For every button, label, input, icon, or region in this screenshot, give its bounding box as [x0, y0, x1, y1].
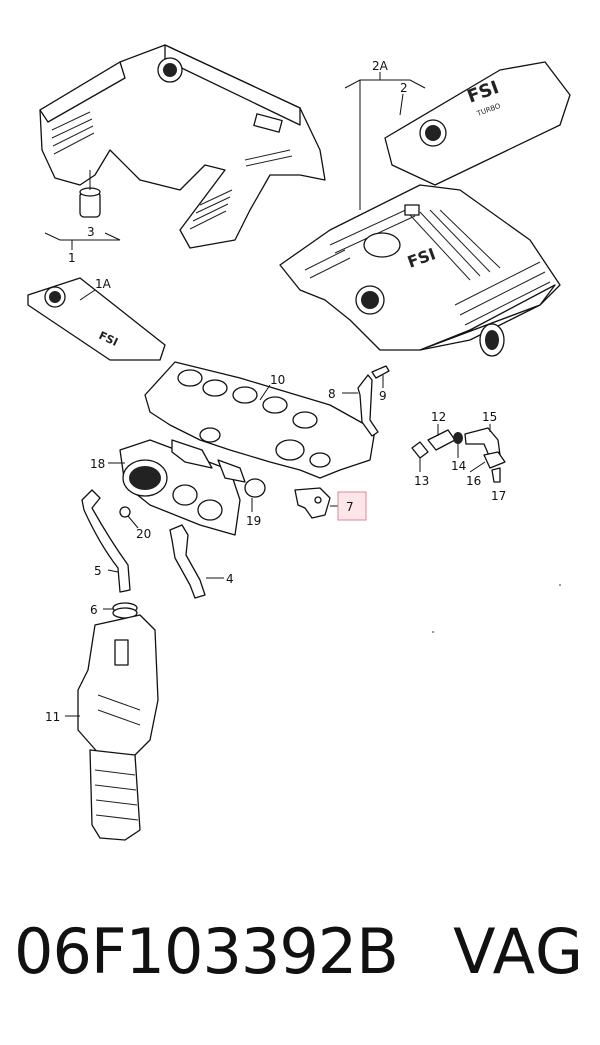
label-13: 13 — [414, 474, 429, 488]
label-18: 18 — [90, 457, 105, 471]
plate-part-7 — [294, 487, 367, 521]
label-7-highlight — [337, 491, 367, 521]
gasket-part-19 — [171, 439, 266, 512]
parts-diagram: 3 1 FSI 1A 2A 2 FSI TURBO F — [27, 44, 571, 841]
bolt-part-17 — [491, 467, 501, 483]
label-1a: 1A — [95, 277, 112, 291]
fitting-part-12 — [427, 429, 456, 451]
bolt-part-9 — [371, 365, 390, 388]
label-2: 2 — [400, 81, 408, 95]
part-number: 06F103392B — [14, 915, 399, 988]
label-8: 8 — [328, 387, 336, 401]
engine-cover-part-1 — [39, 44, 326, 249]
label-12: 12 — [431, 410, 446, 424]
hose-fittings — [411, 424, 506, 483]
seal-part-14 — [453, 432, 463, 444]
label-3: 3 — [87, 225, 95, 239]
label-2a: 2A — [372, 59, 389, 73]
bracket-leader-1 — [44, 232, 121, 241]
label-19: 19 — [246, 514, 261, 528]
footer: 06F103392B VAG — [0, 915, 600, 1015]
label-6: 6 — [90, 603, 98, 617]
label-16: 16 — [466, 474, 481, 488]
label-20: 20 — [136, 527, 151, 541]
label-4: 4 — [226, 572, 234, 586]
engine-cover-part-2a: FSI — [279, 184, 561, 357]
label-10: 10 — [270, 373, 285, 387]
union-part-16 — [483, 451, 506, 469]
label-17: 17 — [491, 489, 506, 503]
label-9: 9 — [379, 389, 387, 403]
clamp-part-6 — [103, 602, 138, 619]
label-7: 7 — [346, 500, 354, 514]
label-14: 14 — [451, 459, 466, 473]
oil-separator-part-11 — [65, 614, 159, 841]
manifold-part-10 — [144, 361, 376, 479]
screw-part-20 — [119, 506, 139, 529]
label-1: 1 — [68, 251, 76, 265]
engine-cover-part-1a: FSI — [27, 277, 166, 361]
bracket-part-8 — [342, 374, 379, 437]
label-15: 15 — [482, 410, 497, 424]
label-5: 5 — [94, 564, 102, 578]
engine-cover-part-2: FSI TURBO — [384, 61, 571, 186]
bracket-leader-2a — [344, 79, 426, 89]
clip-part-13 — [411, 441, 429, 459]
hose-part-5 — [81, 489, 131, 593]
label-11: 11 — [45, 710, 60, 724]
brand-name: VAG — [453, 915, 584, 988]
hose-part-4 — [169, 524, 224, 599]
grommet-part-3 — [79, 170, 101, 218]
